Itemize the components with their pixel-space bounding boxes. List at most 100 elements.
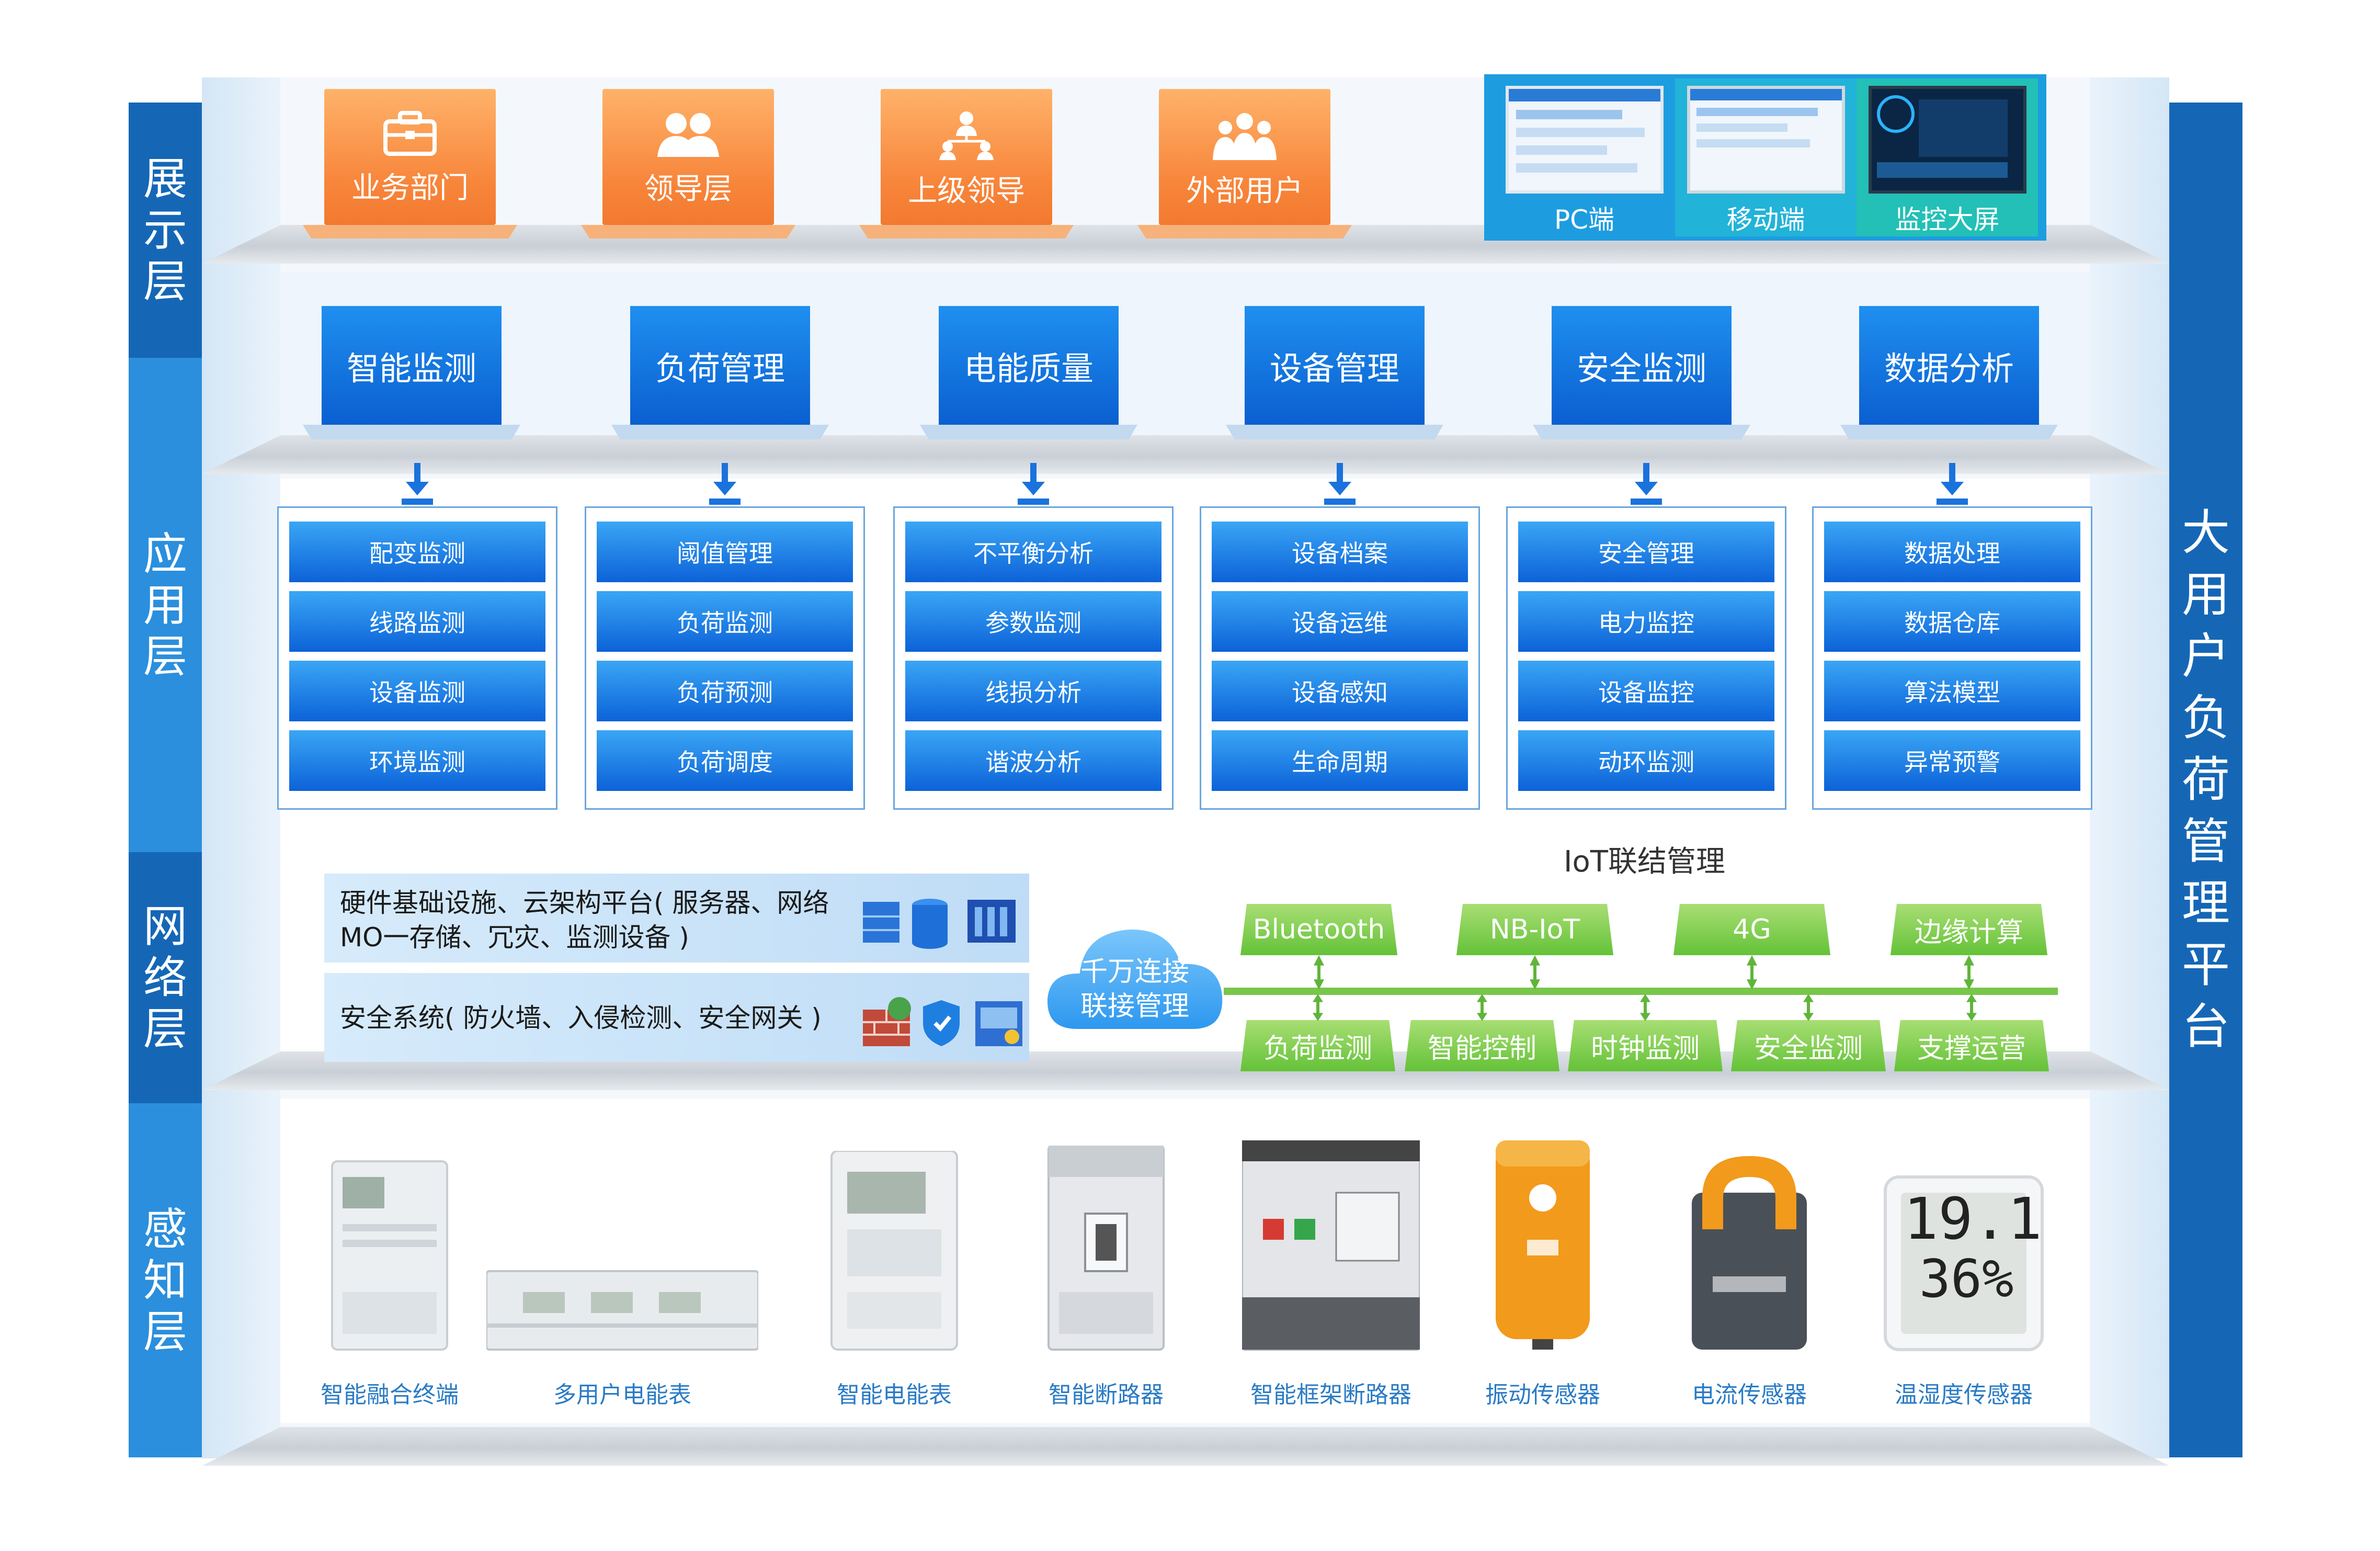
user-label: 上级领导 bbox=[908, 174, 1025, 208]
platform-column: 大用户负荷管理平台 bbox=[2169, 103, 2242, 1457]
module-card[interactable]: 数据分析 bbox=[1859, 306, 2039, 425]
hierarchy-icon bbox=[939, 111, 994, 160]
infra-text-line2: MO一存储、冗灾、监测设备 ) bbox=[340, 922, 689, 953]
device-name: 多用户电能表 bbox=[553, 1382, 691, 1408]
tablet-phone-icon bbox=[1687, 86, 1845, 194]
application-bottom-bg bbox=[280, 479, 2090, 824]
iot-service-box: 智能控制 bbox=[1405, 1020, 1559, 1071]
security-text: 安全系统( 防火墙、入侵检测、安全网关 ) bbox=[340, 1003, 822, 1033]
layer-presentation: 展示层 bbox=[129, 103, 202, 358]
submodule-item[interactable]: 配变监测 bbox=[289, 522, 545, 582]
device-name: 智能框架断路器 bbox=[1250, 1382, 1411, 1408]
submodule-item[interactable]: 线路监测 bbox=[289, 591, 545, 652]
submodule-item[interactable]: 数据仓库 bbox=[1824, 591, 2080, 652]
down-arrow-icon bbox=[1324, 463, 1356, 505]
card-base bbox=[303, 225, 517, 239]
submodule-item[interactable]: 异常预警 bbox=[1824, 730, 2080, 791]
double-arrow-icon bbox=[1803, 994, 1814, 1021]
submodule-item[interactable]: 设备监控 bbox=[1518, 661, 1774, 721]
module-card-base bbox=[920, 425, 1137, 439]
submodule-item[interactable]: 谐波分析 bbox=[905, 730, 1161, 791]
submodule-item[interactable]: 参数监测 bbox=[905, 591, 1161, 652]
module-card[interactable]: 负荷管理 bbox=[630, 306, 810, 425]
device-image-icon bbox=[331, 1160, 448, 1351]
client-mobile: 移动端 bbox=[1675, 78, 1857, 236]
iot-bus-line bbox=[1224, 988, 2058, 995]
client-label: 移动端 bbox=[1726, 205, 1805, 235]
platform-title: 大用户负荷管理平台 bbox=[2181, 505, 2230, 1055]
device-image-icon bbox=[1047, 1146, 1165, 1351]
cloud-line1: 千万连接 bbox=[1080, 956, 1189, 988]
submodule-item[interactable]: 设备档案 bbox=[1212, 522, 1468, 582]
submodule-item[interactable]: 负荷预测 bbox=[597, 661, 853, 721]
cloud-label: 千万连接 联接管理 bbox=[1041, 955, 1229, 1024]
security-icons bbox=[863, 997, 1022, 1046]
submodule-item[interactable]: 算法模型 bbox=[1824, 661, 2080, 721]
user-label: 业务部门 bbox=[351, 171, 469, 205]
submodule-group: 不平衡分析参数监测线损分析谐波分析 bbox=[893, 506, 1174, 810]
double-arrow-icon bbox=[1314, 955, 1324, 990]
infra-text-line1: 硬件基础设施、云架构平台( 服务器、网络 bbox=[340, 888, 829, 918]
submodule-group: 设备档案设备运维设备感知生命周期 bbox=[1200, 506, 1480, 810]
double-arrow-icon bbox=[1747, 955, 1757, 990]
submodule-item[interactable]: 设备感知 bbox=[1212, 661, 1468, 721]
double-arrow-icon bbox=[1966, 994, 1977, 1021]
right-wall bbox=[2089, 77, 2169, 1458]
card-base bbox=[581, 225, 795, 239]
cloud-icon bbox=[1044, 926, 1226, 1032]
down-arrow-icon bbox=[1018, 463, 1049, 505]
module-card[interactable]: 设备管理 bbox=[1245, 306, 1425, 425]
leaders-icon bbox=[657, 113, 719, 157]
iot-service-box: 时钟监测 bbox=[1568, 1020, 1723, 1071]
submodule-item[interactable]: 负荷监测 bbox=[597, 591, 853, 652]
device-image-icon bbox=[830, 1151, 958, 1351]
user-external: 外部用户 bbox=[1137, 89, 1352, 239]
submodule-item[interactable]: 线损分析 bbox=[905, 661, 1161, 721]
submodule-item[interactable]: 不平衡分析 bbox=[905, 522, 1161, 582]
server-icons bbox=[863, 899, 1016, 949]
submodule-item[interactable]: 安全管理 bbox=[1518, 522, 1774, 582]
temperature-readout: 19.1 bbox=[1904, 1185, 2042, 1252]
submodule-item[interactable]: 设备监测 bbox=[289, 661, 545, 721]
module-card-base bbox=[303, 425, 520, 439]
submodule-item[interactable]: 数据处理 bbox=[1824, 522, 2080, 582]
submodule-group: 安全管理电力监控设备监控动环监测 bbox=[1506, 506, 1786, 810]
submodule-item[interactable]: 电力监控 bbox=[1518, 591, 1774, 652]
layer-network: 网络层 bbox=[129, 852, 202, 1103]
iot-protocol-box: Bluetooth bbox=[1240, 904, 1397, 955]
double-arrow-icon bbox=[1530, 955, 1540, 990]
down-arrow-icon bbox=[709, 463, 741, 505]
device-image-icon bbox=[1692, 1156, 1807, 1350]
submodule-group: 配变监测线路监测设备监测环境监测 bbox=[277, 506, 557, 810]
client-big-screen: 监控大屏 bbox=[1857, 78, 2038, 236]
double-arrow-icon bbox=[1477, 994, 1487, 1021]
module-card[interactable]: 电能质量 bbox=[939, 306, 1119, 425]
security-bar: 安全系统( 防火墙、入侵检测、安全网关 ) bbox=[324, 973, 1029, 1062]
infra-bar: 硬件基础设施、云架构平台( 服务器、网络 MO一存储、冗灾、监测设备 ) bbox=[324, 874, 1029, 963]
module-card[interactable]: 智能监测 bbox=[322, 306, 502, 425]
device-image-icon bbox=[1496, 1140, 1590, 1350]
down-arrow-icon bbox=[1937, 463, 1968, 505]
cloud-line2: 联接管理 bbox=[1080, 991, 1189, 1022]
double-arrow-icon bbox=[1640, 994, 1650, 1021]
user-label: 外部用户 bbox=[1186, 174, 1303, 208]
submodule-item[interactable]: 生命周期 bbox=[1212, 730, 1468, 791]
submodule-item[interactable]: 阈值管理 bbox=[597, 522, 853, 582]
submodule-item[interactable]: 设备运维 bbox=[1212, 591, 1468, 652]
application-top-bg bbox=[280, 272, 2090, 445]
submodule-item[interactable]: 环境监测 bbox=[289, 730, 545, 791]
iot-protocol-box: NB-IoT bbox=[1456, 904, 1613, 955]
humidity-readout: 36% bbox=[1919, 1248, 2014, 1309]
module-card[interactable]: 安全监测 bbox=[1552, 306, 1732, 425]
iot-protocol-box: 边缘计算 bbox=[1891, 904, 2047, 955]
submodule-item[interactable]: 负荷调度 bbox=[597, 730, 853, 791]
submodule-group: 数据处理数据仓库算法模型异常预警 bbox=[1812, 506, 2092, 810]
down-arrow-icon bbox=[1631, 463, 1662, 505]
module-card-base bbox=[1840, 425, 2058, 439]
layer-application: 应用层 bbox=[129, 358, 202, 852]
client-pc: PC端 bbox=[1494, 78, 1675, 236]
device-image-icon bbox=[1242, 1140, 1420, 1351]
submodule-item[interactable]: 动环监测 bbox=[1518, 730, 1774, 791]
module-card-base bbox=[611, 425, 829, 439]
client-label: 监控大屏 bbox=[1895, 205, 2000, 235]
